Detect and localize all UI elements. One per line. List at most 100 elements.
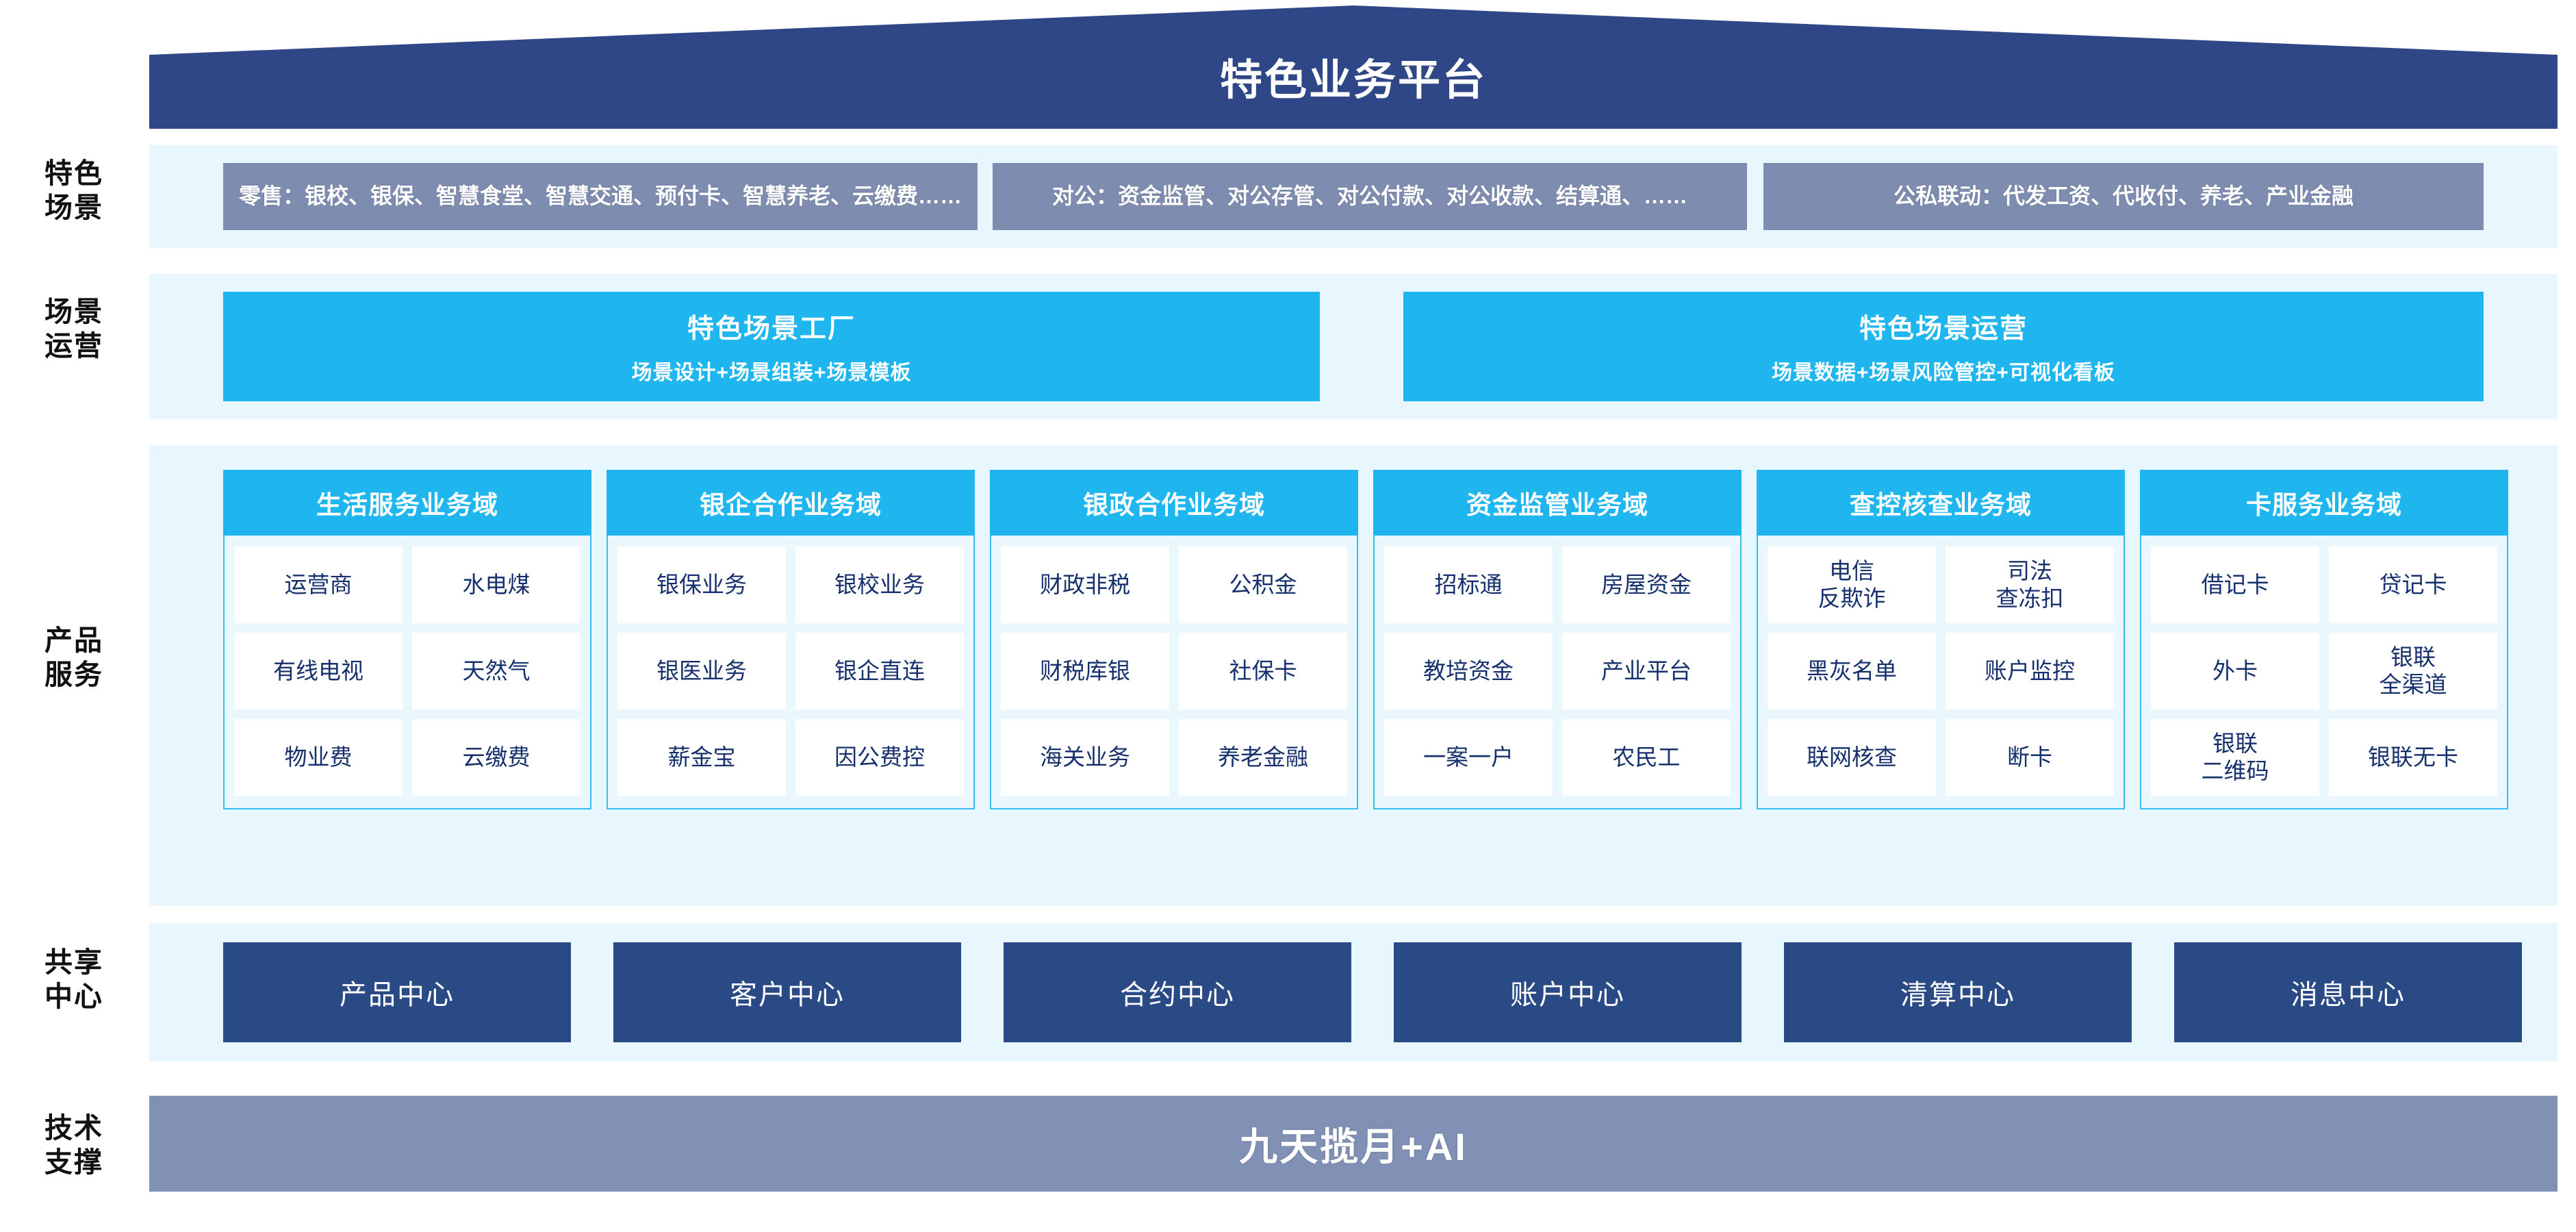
product-tile[interactable]: 社保卡: [1179, 633, 1347, 709]
product-tile[interactable]: 物业费: [234, 719, 403, 796]
tile-row: 薪金宝 因公费控: [617, 719, 964, 796]
product-tile[interactable]: 公积金: [1179, 546, 1347, 623]
product-tile[interactable]: 财政非税: [1001, 546, 1169, 623]
product-tile[interactable]: 司法查冻扣: [1946, 546, 2114, 623]
tile-row: 黑灰名单 账户监控: [1768, 633, 2114, 709]
row-label-operations-line2: 运营: [44, 330, 103, 362]
row-label-centers: 共享 中心: [12, 945, 136, 1014]
scene-box-retail[interactable]: 零售：银校、银保、智慧食堂、智慧交通、预付卡、智慧养老、云缴费……: [223, 163, 978, 230]
ops-box-scene-factory-title: 特色场景工厂: [687, 314, 856, 344]
product-tile[interactable]: 招标通: [1384, 546, 1553, 623]
platform-roof-banner: 特色业务平台: [149, 5, 2558, 129]
roof-chevron-shape: [149, 5, 2558, 129]
product-tile[interactable]: 贷记卡: [2329, 546, 2497, 623]
ops-box-scene-factory-subtitle: 场景设计+场景组装+场景模板: [631, 362, 912, 384]
domain-card-investigation-control[interactable]: 查控核查业务域 电信反欺诈 司法查冻扣 黑灰名单 账户监控 联网核查 断卡: [1757, 470, 2125, 809]
domain-card-fund-supervision[interactable]: 资金监管业务域 招标通 房屋资金 教培资金 产业平台 一案一户 农民工: [1373, 470, 1742, 809]
row-label-products: 产品 服务: [12, 623, 136, 692]
row-label-scenes: 特色 场景: [12, 156, 136, 225]
row-label-products-line2: 服务: [44, 659, 103, 691]
product-tile[interactable]: 产业平台: [1562, 633, 1731, 709]
tile-row: 教培资金 产业平台: [1384, 633, 1731, 709]
domain-card-life-service-title: 生活服务业务域: [223, 470, 591, 536]
center-box-contract[interactable]: 合约中心: [1004, 942, 1351, 1042]
product-tile[interactable]: 财税库银: [1001, 633, 1169, 709]
product-tile[interactable]: 银企直连: [795, 633, 964, 709]
tech-support-bar[interactable]: 九天揽月+AI: [149, 1096, 2558, 1192]
product-tile[interactable]: 断卡: [1946, 719, 2114, 796]
center-box-account[interactable]: 账户中心: [1394, 942, 1742, 1042]
product-tile[interactable]: 外卡: [2151, 633, 2319, 709]
domain-card-bank-government-title: 银政合作业务域: [990, 470, 1358, 536]
tile-row: 电信反欺诈 司法查冻扣: [1768, 546, 2114, 623]
product-tile[interactable]: 银校业务: [795, 546, 964, 623]
domain-card-investigation-control-tiles: 电信反欺诈 司法查冻扣 黑灰名单 账户监控 联网核查 断卡: [1758, 536, 2124, 808]
scene-box-corporate[interactable]: 对公：资金监管、对公存管、对公付款、对公收款、结算通、……: [993, 163, 1747, 230]
tile-row: 银联二维码 银联无卡: [2151, 719, 2497, 796]
tile-row: 财政非税 公积金: [1001, 546, 1347, 623]
domain-card-bank-government-tiles: 财政非税 公积金 财税库银 社保卡 海关业务 养老金融: [991, 536, 1357, 808]
domain-card-fund-supervision-title: 资金监管业务域: [1373, 470, 1742, 536]
tile-row: 借记卡 贷记卡: [2151, 546, 2497, 623]
products-band: 生活服务业务域 运营商 水电煤 有线电视 天然气 物业费 云缴费 银企合作业务域…: [149, 445, 2558, 905]
center-box-settlement[interactable]: 清算中心: [1784, 942, 2132, 1042]
product-tile[interactable]: 联网核查: [1768, 719, 1936, 796]
center-box-customer[interactable]: 客户中心: [613, 942, 961, 1042]
product-tile[interactable]: 银联二维码: [2151, 719, 2319, 796]
product-tile[interactable]: 账户监控: [1946, 633, 2114, 709]
product-tile[interactable]: 农民工: [1562, 719, 1731, 796]
tile-row: 物业费 云缴费: [234, 719, 581, 796]
row-label-operations-line1: 场景: [44, 296, 103, 327]
ops-box-scene-operation[interactable]: 特色场景运营 场景数据+场景风险管控+可视化看板: [1403, 292, 2484, 401]
ops-box-scene-factory[interactable]: 特色场景工厂 场景设计+场景组装+场景模板: [223, 292, 1320, 401]
product-tile[interactable]: 天然气: [412, 633, 581, 709]
domain-card-card-service-tiles: 借记卡 贷记卡 外卡 银联全渠道 银联二维码 银联无卡: [2141, 536, 2507, 808]
domain-card-bank-enterprise[interactable]: 银企合作业务域 银保业务 银校业务 银医业务 银企直连 薪金宝 因公费控: [607, 470, 975, 809]
product-tile[interactable]: 云缴费: [412, 719, 581, 796]
domain-card-card-service[interactable]: 卡服务业务域 借记卡 贷记卡 外卡 银联全渠道 银联二维码 银联无卡: [2140, 470, 2508, 809]
product-tile[interactable]: 薪金宝: [617, 719, 786, 796]
product-tile[interactable]: 一案一户: [1384, 719, 1553, 796]
center-box-message[interactable]: 消息中心: [2174, 942, 2522, 1042]
product-tile[interactable]: 电信反欺诈: [1768, 546, 1936, 623]
product-tile[interactable]: 水电煤: [412, 546, 581, 623]
row-label-scenes-line1: 特色: [44, 158, 103, 189]
row-label-operations: 场景 运营: [12, 294, 136, 363]
product-tile[interactable]: 黑灰名单: [1768, 633, 1936, 709]
row-label-products-line1: 产品: [44, 625, 103, 656]
tile-row: 外卡 银联全渠道: [2151, 633, 2497, 709]
tile-row: 运营商 水电煤: [234, 546, 581, 623]
domain-card-bank-enterprise-title: 银企合作业务域: [607, 470, 975, 536]
product-tile[interactable]: 银联无卡: [2329, 719, 2497, 796]
product-tile[interactable]: 有线电视: [234, 633, 403, 709]
product-tile[interactable]: 运营商: [234, 546, 403, 623]
page-title: 特色业务平台: [1219, 57, 1487, 104]
product-tile[interactable]: 教培资金: [1384, 633, 1553, 709]
scene-box-public-private[interactable]: 公私联动：代发工资、代收付、养老、产业金融: [1763, 163, 2484, 230]
ops-box-scene-operation-title: 特色场景运营: [1859, 314, 2028, 344]
row-label-tech-line1: 技术: [44, 1112, 103, 1144]
product-tile[interactable]: 房屋资金: [1562, 546, 1731, 623]
row-label-centers-line1: 共享: [44, 946, 103, 978]
domain-card-life-service-tiles: 运营商 水电煤 有线电视 天然气 物业费 云缴费: [225, 536, 590, 808]
tile-row: 联网核查 断卡: [1768, 719, 2114, 796]
tile-row: 银医业务 银企直连: [617, 633, 964, 709]
product-tile[interactable]: 海关业务: [1001, 719, 1169, 796]
ops-box-scene-operation-subtitle: 场景数据+场景风险管控+可视化看板: [1771, 362, 2116, 384]
domain-card-bank-government[interactable]: 银政合作业务域 财政非税 公积金 财税库银 社保卡 海关业务 养老金融: [990, 470, 1358, 809]
product-tile[interactable]: 借记卡: [2151, 546, 2319, 623]
domain-card-life-service[interactable]: 生活服务业务域 运营商 水电煤 有线电视 天然气 物业费 云缴费: [223, 470, 591, 809]
domain-card-fund-supervision-tiles: 招标通 房屋资金 教培资金 产业平台 一案一户 农民工: [1375, 536, 1740, 808]
product-tile[interactable]: 银联全渠道: [2329, 633, 2497, 709]
product-tile[interactable]: 银医业务: [617, 633, 786, 709]
scenes-band: 零售：银校、银保、智慧食堂、智慧交通、预付卡、智慧养老、云缴费…… 对公：资金监…: [149, 145, 2558, 248]
tile-row: 招标通 房屋资金: [1384, 546, 1731, 623]
center-box-product[interactable]: 产品中心: [223, 942, 571, 1042]
product-tile[interactable]: 银保业务: [617, 546, 786, 623]
domain-card-bank-enterprise-tiles: 银保业务 银校业务 银医业务 银企直连 薪金宝 因公费控: [608, 536, 973, 808]
tile-row: 财税库银 社保卡: [1001, 633, 1347, 709]
row-label-tech: 技术 支撑: [12, 1111, 136, 1179]
product-tile[interactable]: 因公费控: [795, 719, 964, 796]
domain-card-card-service-title: 卡服务业务域: [2140, 470, 2508, 536]
product-tile[interactable]: 养老金融: [1179, 719, 1347, 796]
